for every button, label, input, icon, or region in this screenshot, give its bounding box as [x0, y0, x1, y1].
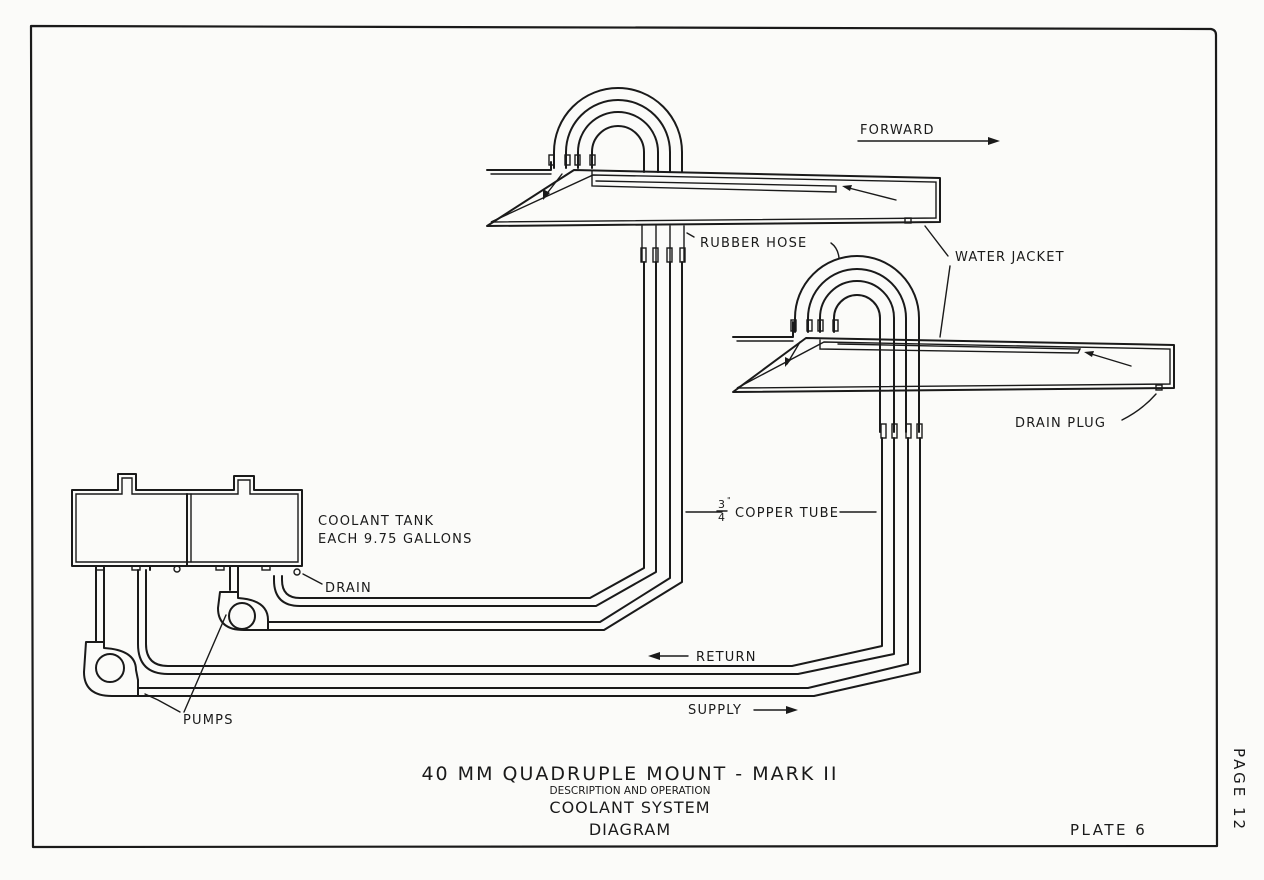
coolant-tanks: [71, 473, 303, 576]
flow-arrow-icon: [1084, 351, 1094, 357]
drain-plug-label: DRAIN PLUG: [1015, 416, 1106, 431]
upper-rubber-hose-loops: [548, 87, 683, 173]
drawing-title: 40 MM QUADRUPLE MOUNT - MARK II: [421, 763, 838, 785]
copper-tube-label: COPPER TUBE: [735, 506, 839, 521]
copper-tube-fraction-den: 4: [718, 511, 726, 524]
diagram-label: DIAGRAM: [589, 820, 671, 839]
return-arrow-icon: [648, 652, 660, 660]
upper-water-jacket: [486, 161, 941, 227]
drawing-frame: [29, 24, 1219, 849]
lower-rubber-hose-loops: [790, 255, 923, 439]
return-label: RETURN: [696, 650, 757, 665]
pump-right: [217, 591, 269, 631]
tank-outlet-pipes: [95, 565, 239, 643]
lower-copper-tubes: [137, 437, 921, 697]
plate-number: PLATE 6: [1070, 821, 1147, 839]
coolant-tank-capacity-label: EACH 9.75 GALLONS: [318, 532, 473, 547]
supply-arrow-icon: [786, 706, 798, 714]
upper-copper-tubes: [267, 261, 683, 631]
drawing-subtitle: DESCRIPTION AND OPERATION: [550, 785, 711, 797]
flow-arrow-icon: [543, 189, 550, 200]
upper-jacket-couplings: [640, 225, 686, 263]
leader-lines: [144, 137, 1157, 714]
coolant-tank-label: COOLANT TANK: [318, 514, 434, 529]
supply-label: SUPPLY: [688, 703, 742, 718]
copper-tube-inch: ": [727, 496, 732, 505]
flow-arrow-icon: [842, 185, 852, 191]
system-title: COOLANT SYSTEM: [549, 798, 710, 817]
forward-arrow-icon: [988, 137, 1000, 145]
page-number: PAGE 12: [1230, 748, 1248, 832]
rubber-hose-label: RUBBER HOSE: [700, 236, 807, 251]
copper-tube-fraction-num: 3: [718, 498, 726, 511]
forward-label: FORWARD: [860, 123, 935, 138]
drain-label: DRAIN: [325, 581, 372, 596]
pumps-label: PUMPS: [183, 713, 234, 728]
flow-arrow-icon: [785, 357, 791, 367]
lower-water-jacket: [732, 321, 1175, 393]
pump-left: [83, 641, 139, 697]
water-jacket-label: WATER JACKET: [955, 250, 1065, 265]
